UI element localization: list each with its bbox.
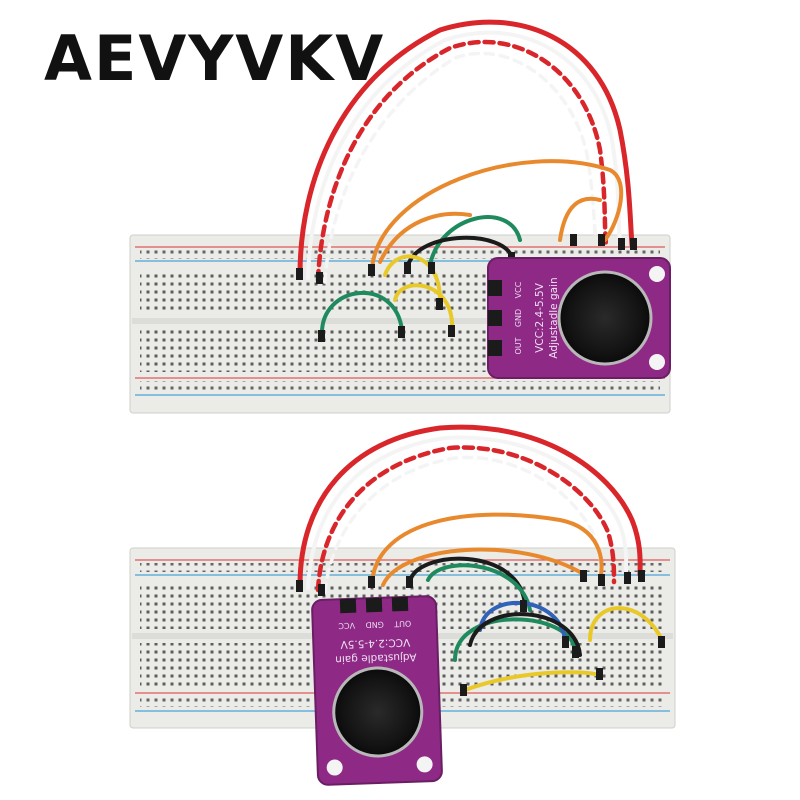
wires-top [297,19,635,374]
mic-module-bottom: VCC:2.4-5.5V Adjustadle gain OUT GND VCC [311,595,443,786]
mic-module-top: VCC:2.4-5.5V Adjustadle gain OUT GND VCC [487,257,671,379]
module-top-voltage: VCC:2.4-5.5V [534,282,546,353]
module-bottom-pin-gnd: GND [365,620,384,630]
wire-plugs-top [296,234,637,378]
module-top-pin-vcc: VCC [514,281,523,298]
module-bottom-pin-out: OUT [394,619,411,629]
module-bottom-pin-vcc: VCC [338,621,355,631]
wires-bottom [297,424,664,692]
wire-plugs-bottom [296,570,665,696]
module-top-pin-gnd: GND [514,309,523,327]
module-top-pin-out: OUT [514,337,523,354]
module-top-gain: Adjustadle gain [548,277,560,358]
module-bottom-gain: Adjustadle gain [335,651,417,666]
brand-watermark: AEVYVKV [44,22,386,95]
module-bottom-voltage: VCC:2.4-5.5V [339,636,410,650]
